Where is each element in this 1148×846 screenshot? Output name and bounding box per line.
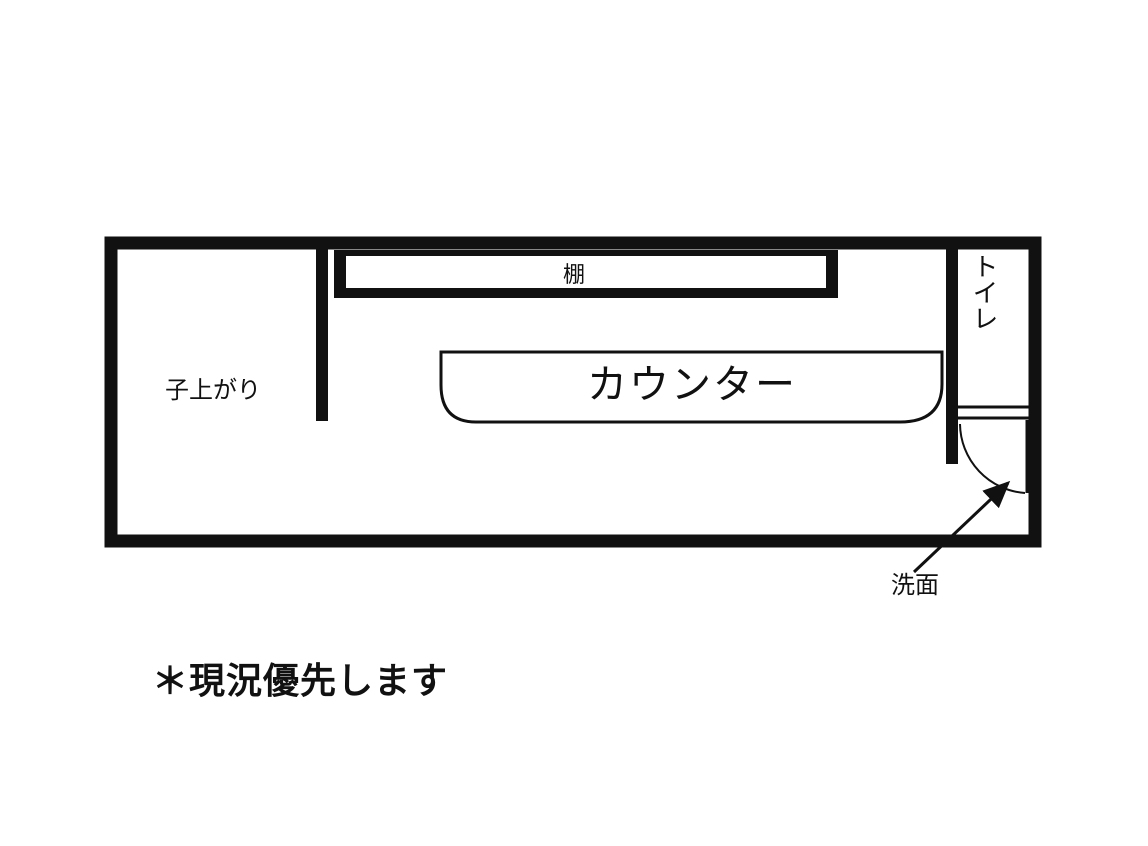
toilet-lower-wall xyxy=(958,405,1030,420)
counter-label: カウンター xyxy=(587,362,797,408)
partition-wall-toilet xyxy=(946,246,958,464)
counter xyxy=(439,350,944,424)
disclaimer-note: ＊現況優先します xyxy=(152,661,449,702)
room-label-toilet: トイレ xyxy=(968,253,998,331)
outer-wall xyxy=(104,236,1042,548)
shelf-label: 棚 xyxy=(563,263,585,288)
arrow-icon xyxy=(912,480,1011,574)
door-swing-icon xyxy=(959,420,1029,494)
room-label-washroom: 洗面 xyxy=(891,571,939,599)
partition-wall-left xyxy=(316,246,328,421)
shelf xyxy=(334,250,838,298)
room-label-agari: 子上がり xyxy=(165,376,261,404)
